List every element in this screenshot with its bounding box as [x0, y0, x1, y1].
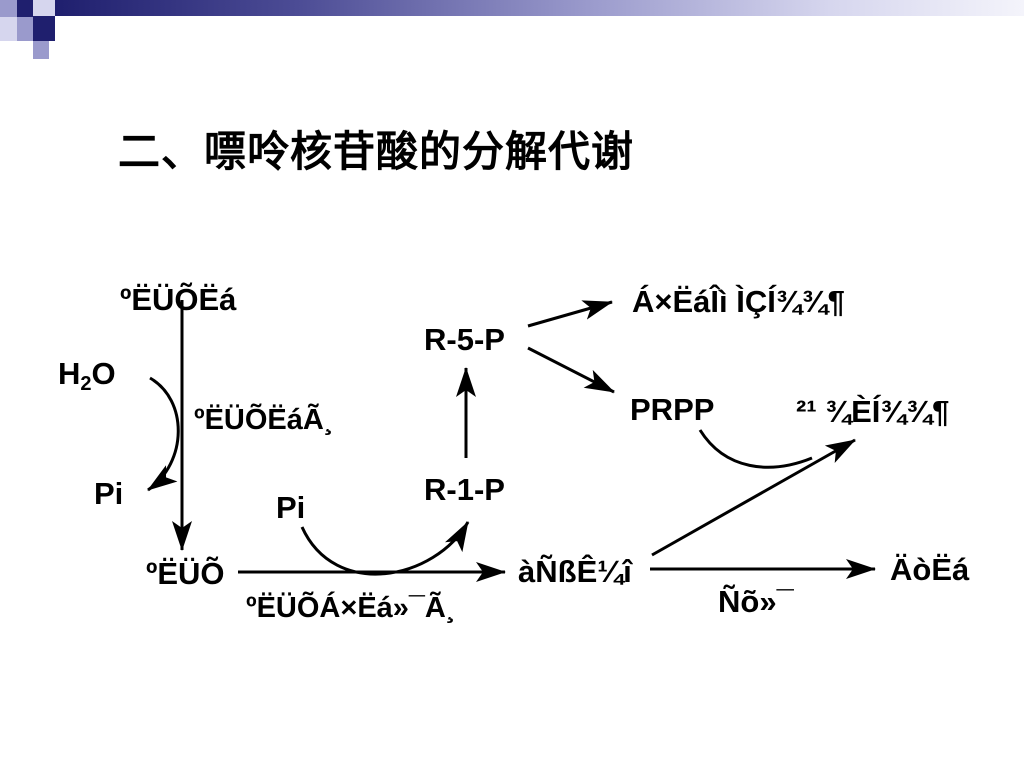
- salvage-pathway-label: ²¹ ¾ÈÍ¾¾¶: [796, 394, 950, 429]
- oxidation-label: Ñõ»¯: [718, 584, 794, 619]
- r1p-label: R-1-P: [424, 472, 505, 507]
- corner-square-1: [0, 0, 17, 17]
- corner-square-6: [33, 16, 55, 41]
- corner-square-2: [17, 0, 33, 17]
- corner-square-4: [0, 17, 17, 41]
- nucleotide-label: ºËÜÕËá: [120, 282, 237, 317]
- water-subscript: 2: [80, 373, 92, 395]
- uric-acid-label: ÄòËá: [890, 552, 970, 587]
- pi-left-label: Pi: [94, 476, 124, 511]
- arrow-r5p-to-prpp: [527, 346, 615, 394]
- corner-square-5: [17, 17, 33, 41]
- curve-water-to-pi: [147, 376, 180, 492]
- water-h: H: [58, 356, 81, 391]
- slide-title: 二、嘌呤核苷酸的分解代谢: [118, 127, 635, 176]
- pentose-pathway-label: Á×ËáÎì ÌÇÍ¾¾¶: [632, 284, 845, 319]
- arrow-r5p-to-pentose: [527, 300, 613, 328]
- phosphorylase-label: ºËÜÕÁ×Ëá»¯Ã¸: [246, 592, 456, 624]
- pi-center-label: Pi: [276, 490, 306, 525]
- curve-pi-to-r1p: [300, 521, 470, 576]
- arrow-base-to-salvage: [651, 438, 856, 557]
- curve-prpp-to-salvage: [698, 429, 813, 469]
- corner-square-3: [33, 0, 55, 16]
- water-label: H2O: [58, 356, 116, 396]
- r5p-label: R-5-P: [424, 322, 505, 357]
- nucleoside-label: ºËÜÕ: [146, 556, 225, 591]
- nucleotidase-label: ºËÜÕËáÃ¸: [194, 404, 334, 436]
- prpp-label: PRPP: [630, 392, 715, 427]
- corner-square-7: [33, 41, 49, 59]
- header-gradient-bar: [55, 0, 1024, 16]
- water-o: O: [91, 356, 116, 391]
- purine-base-label: àÑßÊ¼î: [518, 554, 632, 589]
